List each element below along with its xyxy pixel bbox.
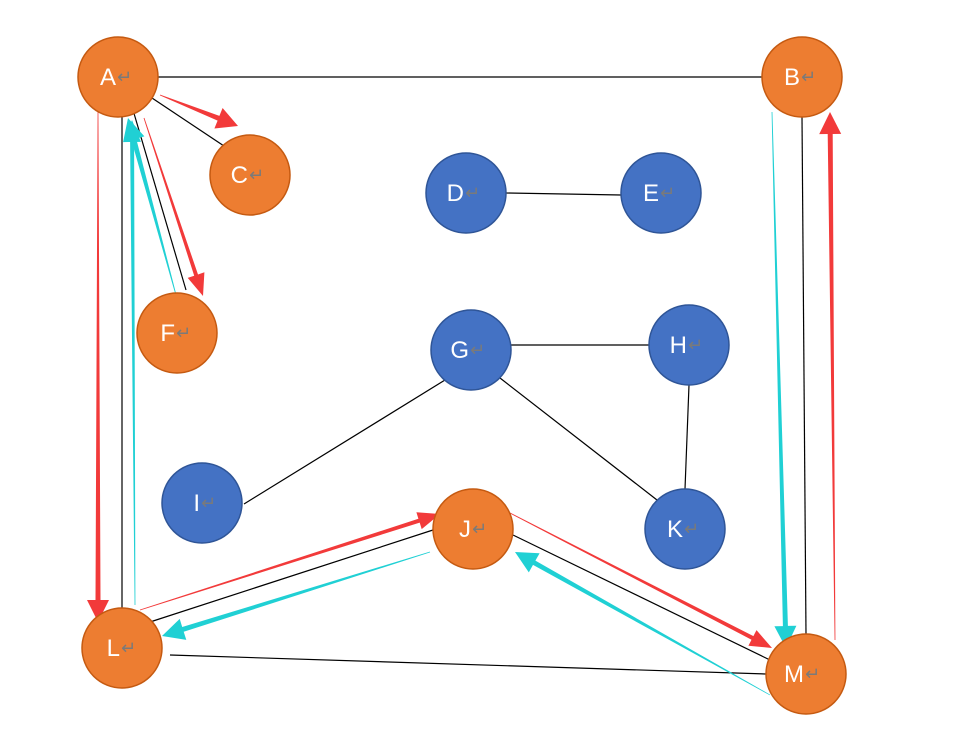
node-m: M↵ <box>765 633 847 715</box>
node-label: A <box>100 64 116 91</box>
node-label: M <box>784 661 804 688</box>
node-circle <box>432 488 514 570</box>
return-arrow-icon: ↵ <box>465 183 480 204</box>
node-b: B↵ <box>761 36 843 118</box>
nodes-layer: A↵B↵C↵D↵E↵F↵G↵H↵I↵J↵K↵L↵M↵ <box>77 36 847 715</box>
node-label: E <box>643 180 659 207</box>
node-label: B <box>784 64 800 91</box>
edge-a-c <box>151 97 225 147</box>
node-e: E↵ <box>620 152 702 234</box>
node-circle <box>209 134 291 216</box>
node-f: F↵ <box>136 292 218 374</box>
red-arrow-j-m <box>509 512 772 648</box>
node-label: I <box>193 490 200 517</box>
node-label: L <box>107 635 120 662</box>
cyan-arrow-l-a <box>123 120 141 605</box>
return-arrow-icon: ↵ <box>176 323 191 344</box>
return-arrow-icon: ↵ <box>249 165 264 186</box>
node-label: K <box>667 516 683 543</box>
node-circle <box>81 607 163 689</box>
cyan-arrow-m-j <box>515 552 771 696</box>
edge-h-k <box>684 384 690 490</box>
node-j: J↵ <box>432 488 514 570</box>
node-c: C↵ <box>209 134 291 216</box>
node-label: F <box>160 320 175 347</box>
return-arrow-icon: ↵ <box>201 493 216 514</box>
node-label: C <box>231 162 248 189</box>
cyan-arrow-j-l <box>162 551 431 640</box>
return-arrow-icon: ↵ <box>121 638 136 659</box>
cyan-arrow-f-a <box>123 118 177 296</box>
return-arrow-icon: ↵ <box>805 664 820 685</box>
node-d: D↵ <box>425 152 507 234</box>
edge-j-m <box>512 534 771 661</box>
return-arrow-icon: ↵ <box>660 183 675 204</box>
node-g: G↵ <box>430 309 512 391</box>
cyan-traversal-layer <box>123 112 797 696</box>
node-label: D <box>447 180 464 207</box>
edge-b-m <box>801 116 807 635</box>
node-h: H↵ <box>648 304 730 386</box>
node-label: H <box>670 332 687 359</box>
red-arrow-a-l <box>87 112 109 622</box>
return-arrow-icon: ↵ <box>117 67 132 88</box>
red-arrow-a-c <box>159 94 238 129</box>
node-circle <box>161 462 243 544</box>
return-arrow-icon: ↵ <box>470 340 485 361</box>
node-circle <box>136 292 218 374</box>
return-arrow-icon: ↵ <box>688 335 703 356</box>
return-arrow-icon: ↵ <box>472 519 487 540</box>
red-traversal-layer <box>87 94 842 648</box>
node-circle <box>761 36 843 118</box>
edge-g-i <box>243 379 446 505</box>
node-circle <box>648 304 730 386</box>
edge-d-e <box>505 192 622 196</box>
node-label: J <box>459 516 471 543</box>
node-circle <box>430 309 512 391</box>
node-circle <box>425 152 507 234</box>
edge-a-f <box>132 109 187 291</box>
edge-l-m <box>169 654 767 675</box>
node-circle <box>77 36 159 118</box>
return-arrow-icon: ↵ <box>801 67 816 88</box>
node-k: K↵ <box>644 488 726 570</box>
red-arrow-l-j <box>139 512 440 611</box>
return-arrow-icon: ↵ <box>684 519 699 540</box>
edge-g-k <box>499 377 658 501</box>
red-arrow-a-f <box>143 117 205 297</box>
edges-layer <box>121 76 807 675</box>
node-l: L↵ <box>81 607 163 689</box>
node-label: G <box>450 337 469 364</box>
cyan-arrow-b-m <box>771 112 797 648</box>
node-circle <box>644 488 726 570</box>
node-a: A↵ <box>77 36 159 118</box>
node-circle <box>765 633 847 715</box>
edge-j-l <box>149 529 434 623</box>
node-i: I↵ <box>161 462 243 544</box>
node-circle <box>620 152 702 234</box>
red-arrow-m-b <box>819 112 842 640</box>
